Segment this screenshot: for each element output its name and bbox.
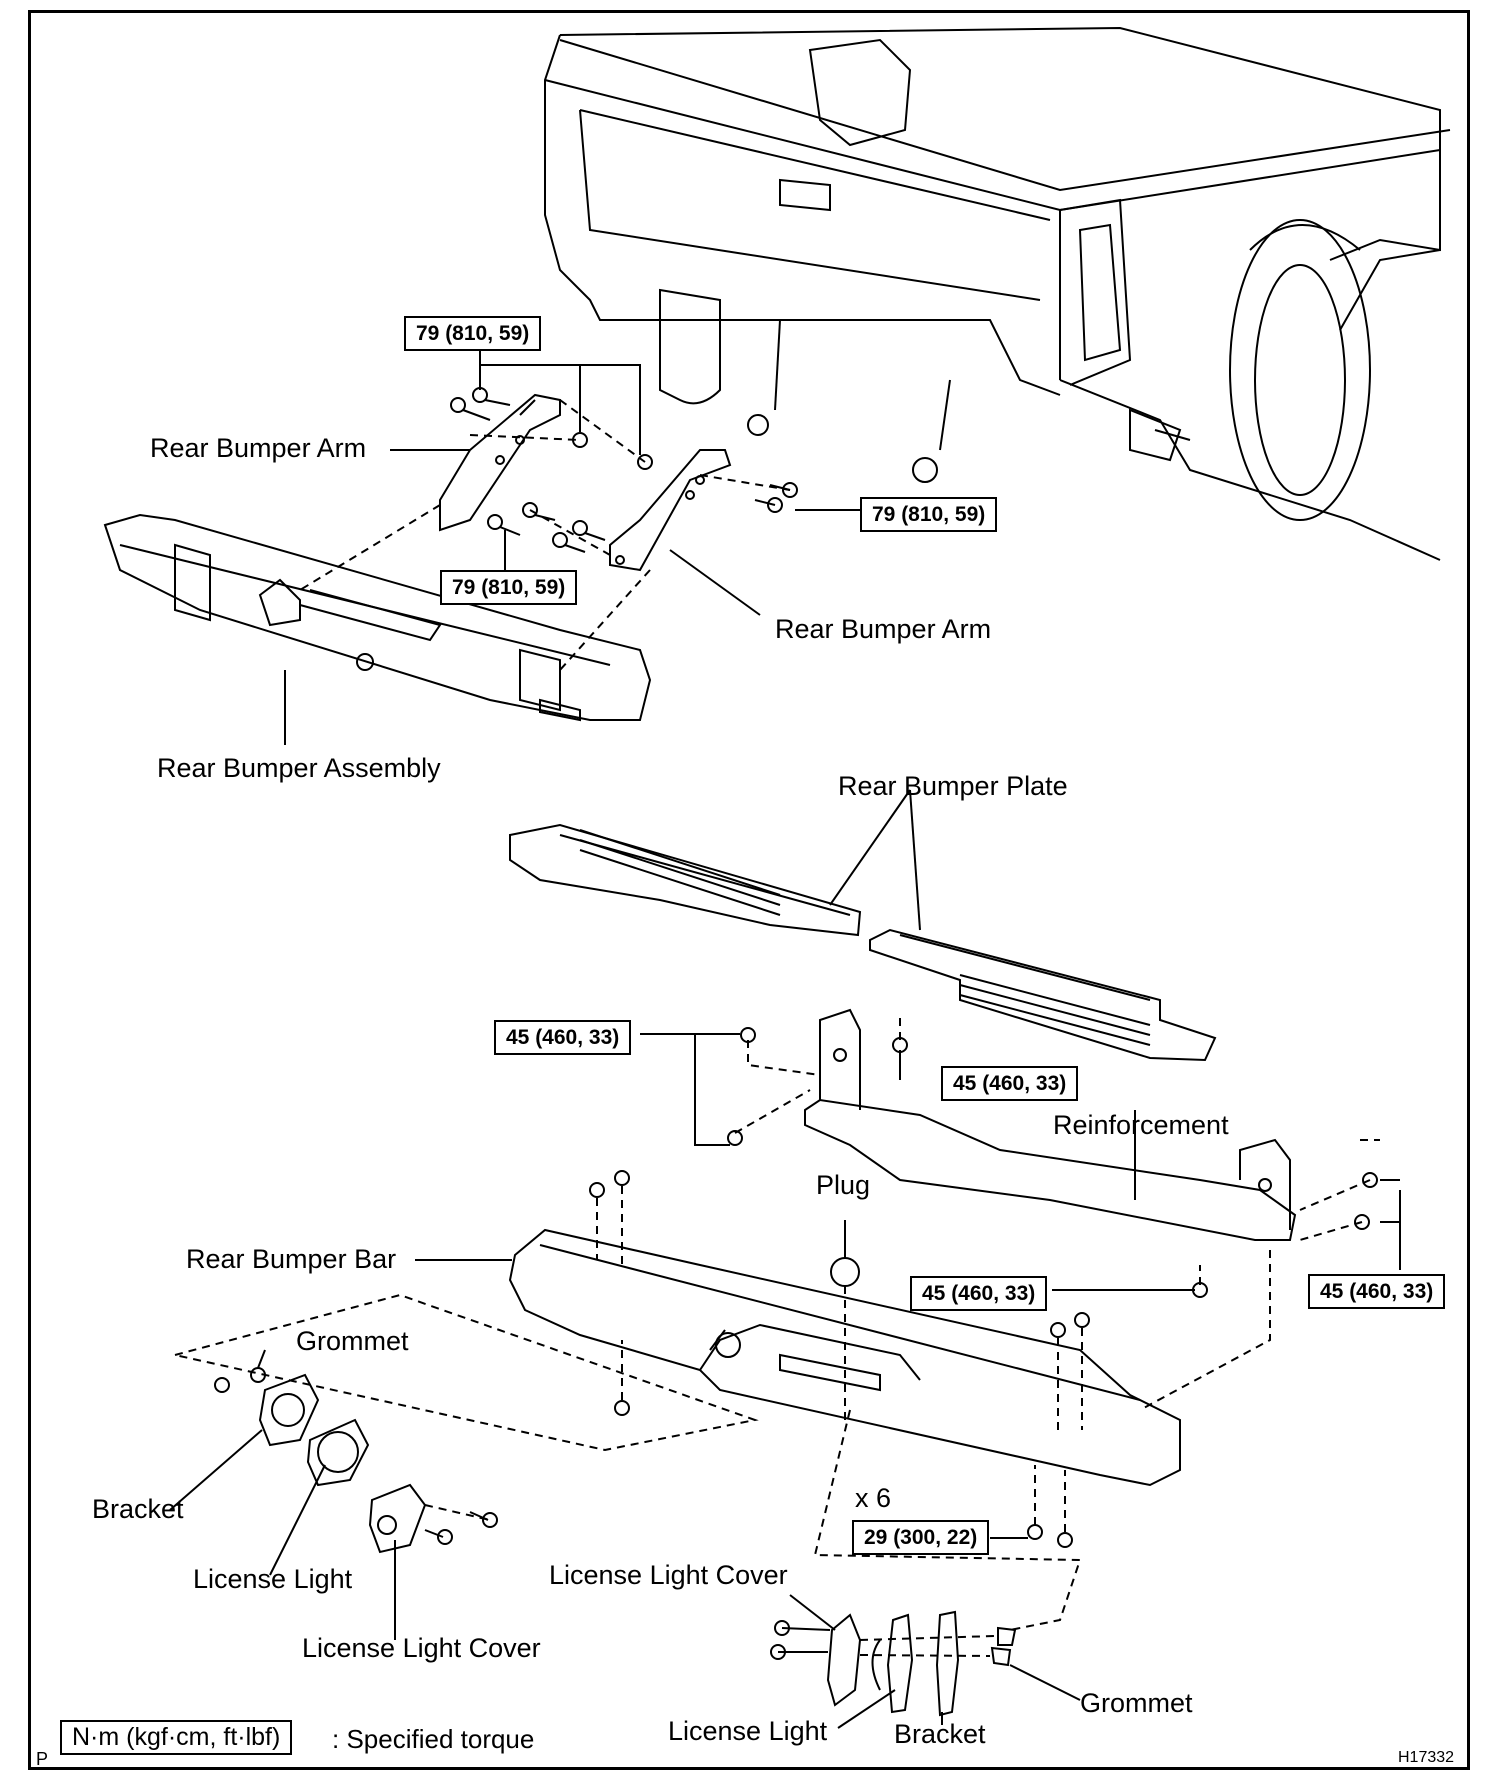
label-plug: Plug xyxy=(816,1170,871,1200)
rear-bumper-bar-drawing xyxy=(508,1228,1181,1487)
label-rear-bumper-arm-left: Rear Bumper Arm xyxy=(150,433,367,463)
upper-leader-lines xyxy=(284,345,860,745)
torque-arm-right: 79 (810, 59) xyxy=(860,497,998,532)
truck-rear-illustration xyxy=(544,26,1451,561)
corner-left-mark: P xyxy=(36,1749,49,1769)
plate-leader-lines xyxy=(829,789,921,931)
label-license-light-cover-bottom: License Light Cover xyxy=(549,1560,788,1590)
rear-bumper-assembly-drawing xyxy=(103,513,652,722)
torque-bar-mid: 45 (460, 33) xyxy=(910,1276,1048,1311)
reinforcement-leader-lines xyxy=(640,1033,1401,1291)
torque-reinforcement-left: 45 (460, 33) xyxy=(494,1020,632,1055)
rear-bumper-arms-drawing xyxy=(439,393,732,572)
label-grommet-bottom: Grommet xyxy=(1080,1688,1193,1718)
rear-bumper-plate-drawing xyxy=(509,823,1217,1062)
torque-arm-top: 79 (810, 59) xyxy=(404,316,542,351)
reinforcement-dashed-guides xyxy=(734,1015,1380,1411)
arm-dashed-guides xyxy=(299,399,791,671)
label-license-light-bottom: License Light xyxy=(668,1716,828,1746)
torque-reinforcement-mid: 45 (460, 33) xyxy=(941,1066,1079,1101)
reinforcement-drawing xyxy=(804,1008,1297,1241)
bar-fasteners xyxy=(589,1170,1090,1548)
legend-unit-text: : Specified torque xyxy=(332,1724,535,1754)
bottom-license-light-drawing xyxy=(770,1610,1017,1717)
torque-arm-bottom: 79 (810, 59) xyxy=(440,570,578,605)
label-bracket-bottom: Bracket xyxy=(894,1719,986,1749)
label-grommet-left: Grommet xyxy=(296,1326,409,1356)
label-rear-bumper-arm-right: Rear Bumper Arm xyxy=(775,614,992,644)
figure-id: H17332 xyxy=(1398,1749,1455,1766)
torque-bar-right: 45 (460, 33) xyxy=(1308,1274,1446,1309)
left-license-light-drawing xyxy=(214,1367,498,1554)
label-rear-bumper-plate: Rear Bumper Plate xyxy=(838,771,1068,801)
label-quantity-x6: x 6 xyxy=(855,1483,892,1513)
bar-dashed-guides xyxy=(174,1186,1083,1631)
label-license-light-left: License Light xyxy=(193,1564,353,1594)
left-light-leader-lines xyxy=(169,1349,396,1640)
diagram-frame xyxy=(28,10,1470,1770)
bottom-light-dashed-guides xyxy=(859,1635,996,1657)
label-rear-bumper-bar: Rear Bumper Bar xyxy=(186,1244,397,1274)
label-license-light-cover-left: License Light Cover xyxy=(302,1633,541,1663)
label-reinforcement: Reinforcement xyxy=(1053,1110,1229,1140)
torque-bar-bottom: 29 (300, 22) xyxy=(852,1520,990,1555)
bottom-light-leader-lines xyxy=(789,1594,1081,1729)
bar-leader-lines xyxy=(415,1220,1028,1539)
left-light-dashed-guides xyxy=(424,1504,491,1521)
label-bracket-left: Bracket xyxy=(92,1494,184,1524)
legend-unit-box: N·m (kgf·cm, ft·lbf) xyxy=(60,1720,293,1755)
label-rear-bumper-assembly: Rear Bumper Assembly xyxy=(157,753,441,783)
